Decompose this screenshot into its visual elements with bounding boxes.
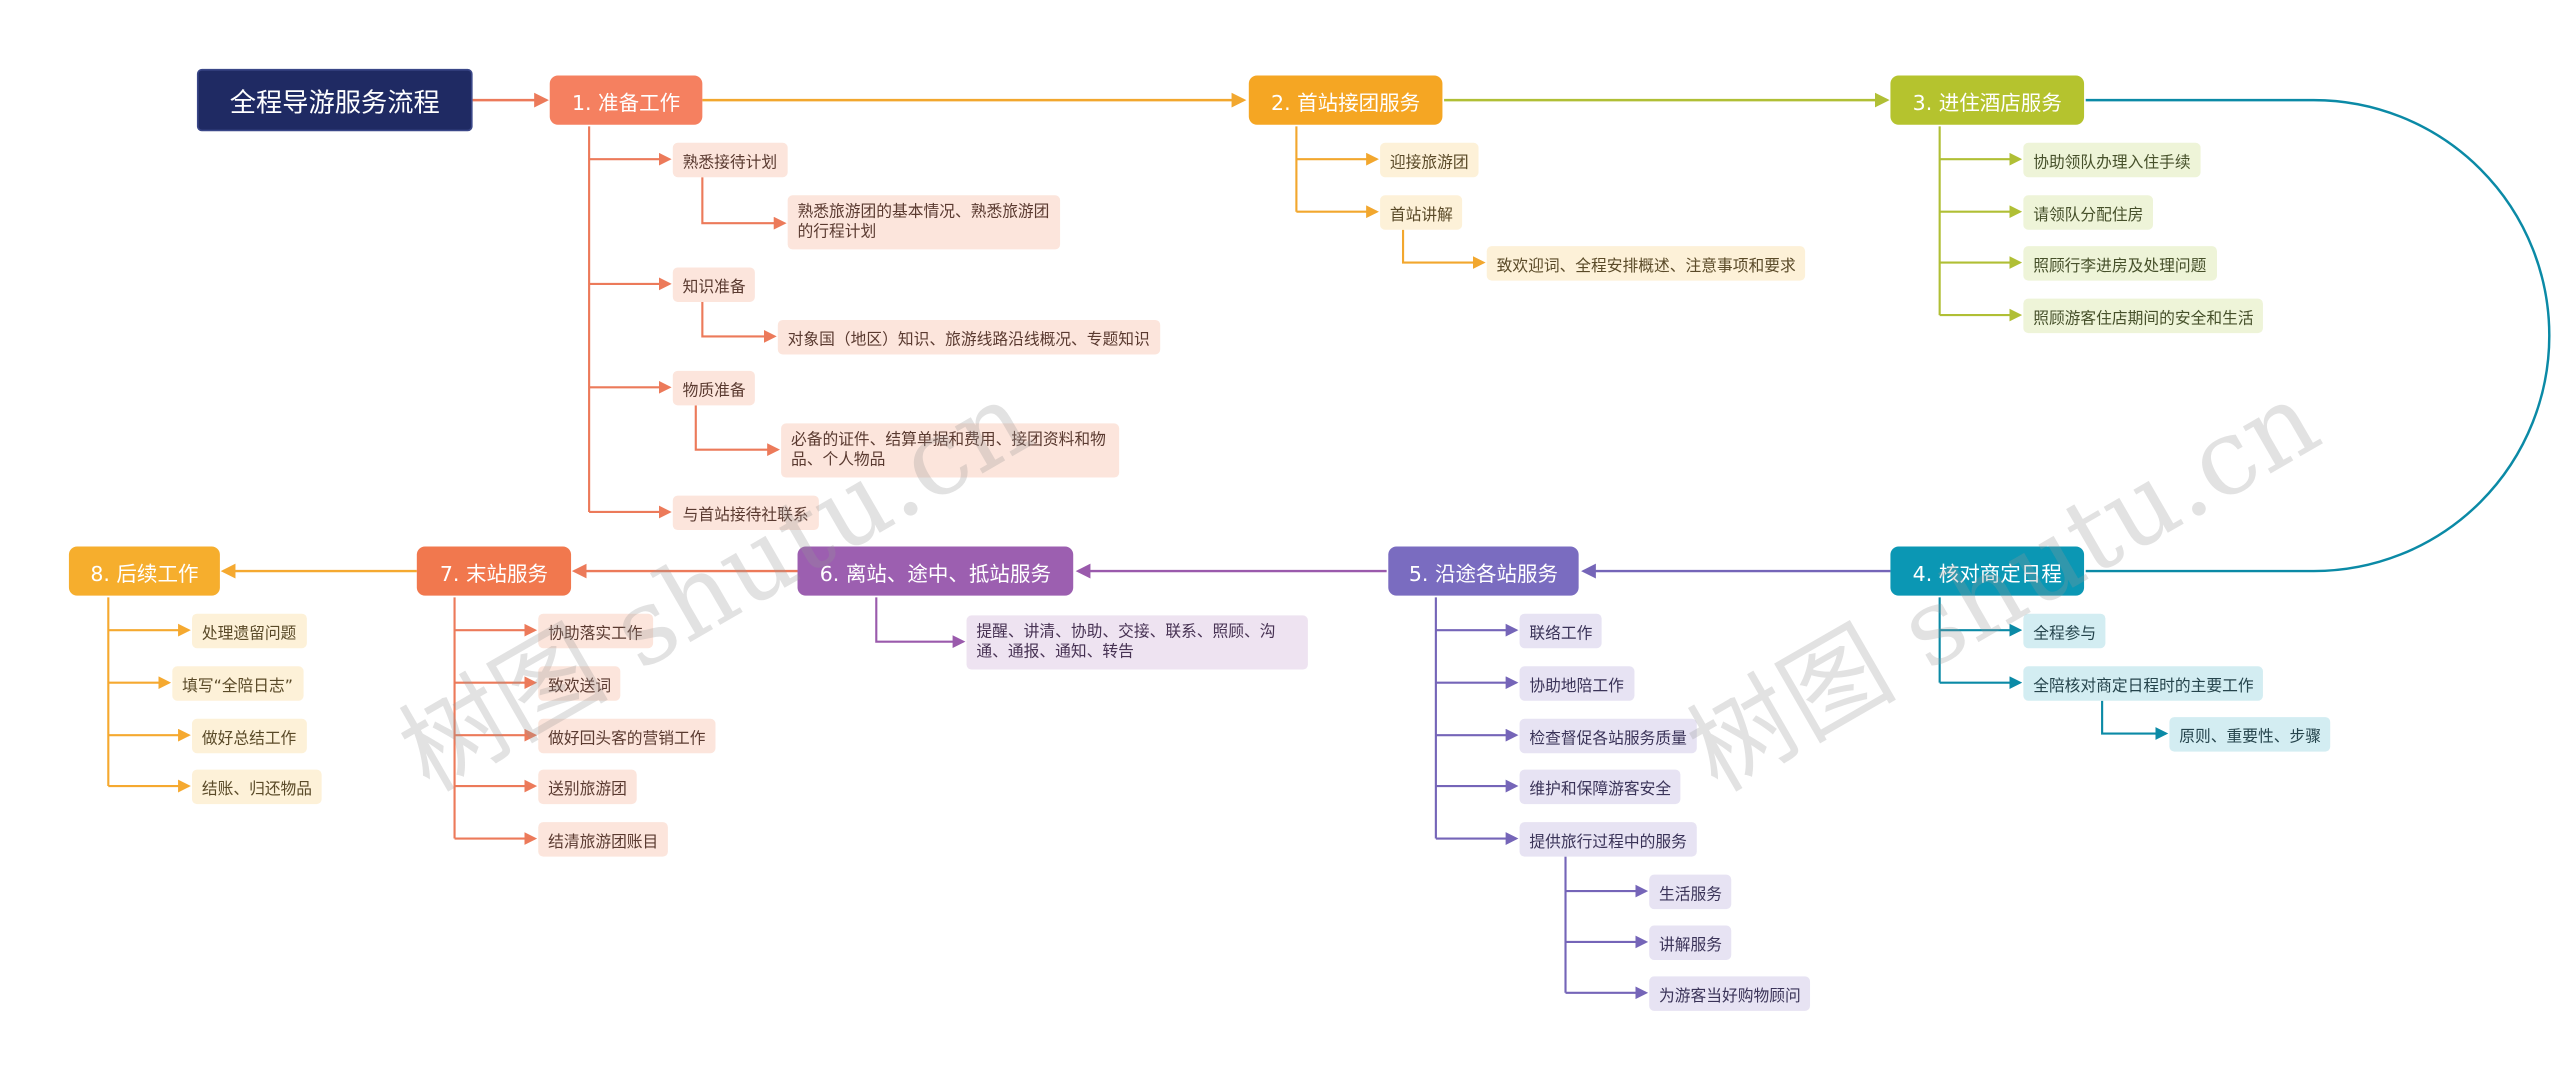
s8-item-log[interactable]: 填写“全陪日志” — [172, 666, 303, 701]
s7-item-send-off[interactable]: 送别旅游团 — [538, 769, 637, 805]
s2-item-explain-detail[interactable]: 致欢迎词、全程安排概述、注意事项和要求 — [1486, 246, 1806, 281]
s7-item-farewell[interactable]: 致欢送词 — [538, 666, 621, 701]
s7-item-implement[interactable]: 协助落实工作 — [538, 613, 653, 649]
s4-item-principles[interactable]: 原则、重要性、步骤 — [2169, 717, 2331, 752]
s1-item-contact[interactable]: 与首站接待社联系 — [672, 495, 819, 531]
s5-item-quality[interactable]: 检查督促各站服务质量 — [1519, 718, 1697, 754]
s1-item-plan-detail[interactable]: 熟悉旅游团的基本情况、熟悉旅游团的行程计划 — [787, 195, 1061, 250]
s3-item-luggage[interactable]: 照顾行李进房及处理问题 — [2023, 246, 2217, 281]
s1-item-material[interactable]: 物质准备 — [672, 370, 756, 406]
s5-item-liaison[interactable]: 联络工作 — [1519, 613, 1603, 649]
s5-item-travel-service[interactable]: 提供旅行过程中的服务 — [1519, 822, 1697, 857]
step-5-along-route[interactable]: 5. 沿途各站服务 — [1388, 546, 1579, 596]
s6-item-reminders[interactable]: 提醒、讲清、协助、交接、联系、照顾、沟通、通报、通知、转告 — [966, 615, 1308, 670]
step-6-departure[interactable]: 6. 离站、途中、抵站服务 — [797, 546, 1074, 596]
step-4-schedule[interactable]: 4. 核对商定日程 — [1890, 546, 2085, 596]
s5-item-shopping[interactable]: 为游客当好购物顾问 — [1649, 976, 1811, 1011]
s7-item-marketing[interactable]: 做好回头客的营销工作 — [538, 718, 716, 754]
step-7-last-station[interactable]: 7. 末站服务 — [416, 546, 572, 596]
step-1-prepare[interactable]: 1. 准备工作 — [549, 75, 703, 125]
s5-item-life-service[interactable]: 生活服务 — [1649, 874, 1732, 910]
s5-item-guide-service[interactable]: 讲解服务 — [1649, 925, 1732, 960]
s7-item-accounts[interactable]: 结清旅游团账目 — [538, 822, 669, 857]
s1-item-material-detail[interactable]: 必备的证件、结算单据和费用、接团资料和物品、个人物品 — [781, 423, 1120, 478]
s4-item-participate[interactable]: 全程参与 — [2023, 613, 2107, 649]
s2-item-explain[interactable]: 首站讲解 — [1380, 195, 1463, 230]
step-2-first-station[interactable]: 2. 首站接团服务 — [1248, 75, 1443, 125]
s1-item-knowledge-detail[interactable]: 对象国（地区）知识、旅游线路沿线概况、专题知识 — [777, 319, 1160, 355]
s3-item-checkin[interactable]: 协助领队办理入住手续 — [2023, 142, 2201, 178]
s3-item-safety[interactable]: 照顾游客住店期间的安全和生活 — [2023, 298, 2264, 334]
s5-item-assist-local[interactable]: 协助地陪工作 — [1519, 666, 1634, 701]
step-8-follow-up[interactable]: 8. 后续工作 — [68, 546, 220, 596]
s8-item-summary[interactable]: 做好总结工作 — [191, 718, 307, 754]
s8-item-leftover[interactable]: 处理遗留问题 — [191, 613, 307, 649]
s1-item-knowledge[interactable]: 知识准备 — [672, 267, 756, 302]
s8-item-settle[interactable]: 结账、归还物品 — [191, 769, 322, 805]
root-title[interactable]: 全程导游服务流程 — [196, 68, 473, 132]
s1-item-plan[interactable]: 熟悉接待计划 — [672, 142, 787, 178]
s2-item-welcome-group[interactable]: 迎接旅游团 — [1380, 142, 1479, 178]
s3-item-rooms[interactable]: 请领队分配住房 — [2023, 195, 2154, 230]
s4-item-main-work[interactable]: 全陪核对商定日程时的主要工作 — [2023, 666, 2264, 701]
step-3-hotel[interactable]: 3. 进住酒店服务 — [1890, 75, 2085, 125]
s5-item-safety[interactable]: 维护和保障游客安全 — [1519, 769, 1681, 805]
